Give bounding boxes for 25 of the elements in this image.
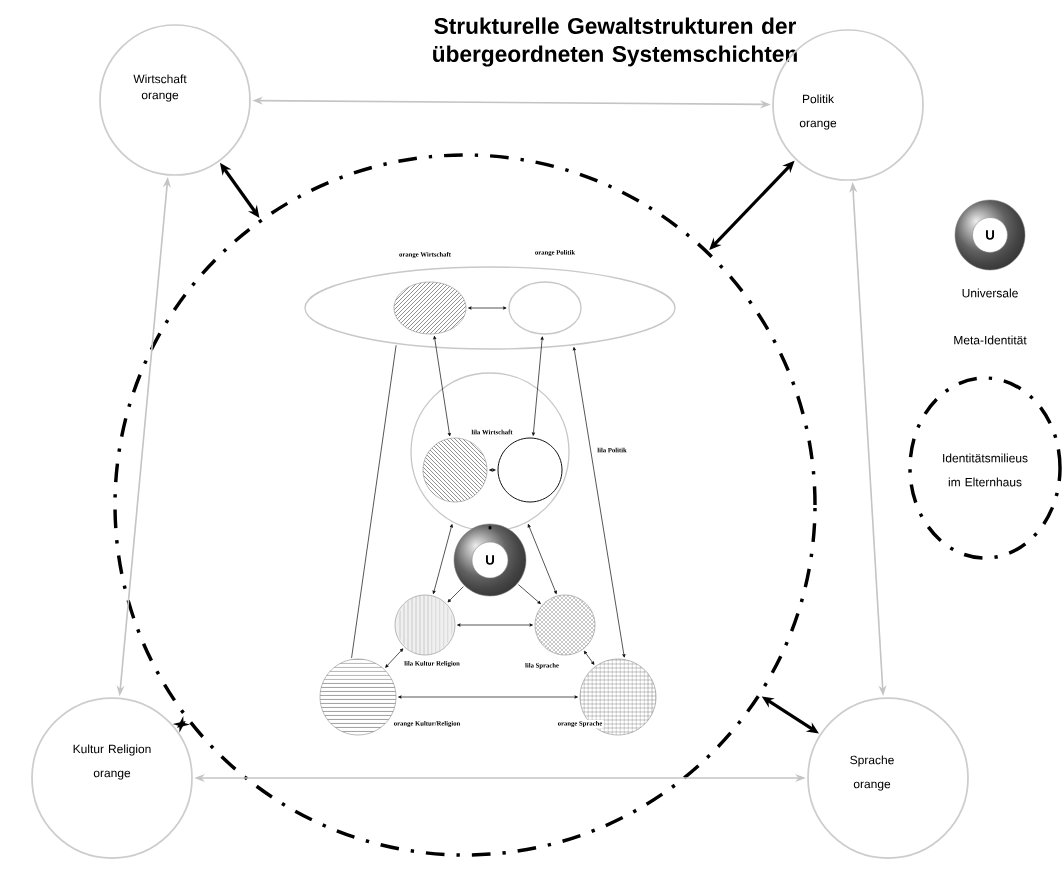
arrow bbox=[457, 623, 533, 627]
arrow bbox=[488, 525, 492, 530]
arrow bbox=[583, 650, 595, 665]
arrow bbox=[433, 335, 451, 437]
arrow bbox=[531, 336, 544, 436]
letter-disc: U bbox=[471, 541, 509, 579]
node-label: Kultur Religion orange bbox=[73, 744, 151, 780]
arrow bbox=[518, 584, 541, 605]
arrow bbox=[468, 306, 507, 310]
node-label: Politik orange bbox=[799, 94, 837, 130]
node-label: Sprache orange bbox=[850, 755, 894, 791]
arrow bbox=[447, 586, 464, 603]
arrow bbox=[489, 468, 496, 472]
arrow bbox=[385, 648, 404, 668]
arrow bbox=[398, 695, 578, 699]
arrow bbox=[527, 524, 557, 595]
letter-disc: U bbox=[972, 217, 1008, 253]
arrow bbox=[432, 524, 453, 594]
caption: Meta-Identität bbox=[954, 335, 1027, 345]
circle-node bbox=[497, 437, 563, 503]
node-label: Identitätsmilieus im Elternhaus bbox=[943, 453, 1028, 487]
title: Strukturelle Gewaltstrukturen der übergeordneten Systemschichten bbox=[433, 17, 797, 67]
caption: Universale bbox=[962, 288, 1018, 298]
node-label: Wirtschaft orange bbox=[133, 74, 187, 102]
arrow bbox=[572, 347, 626, 658]
